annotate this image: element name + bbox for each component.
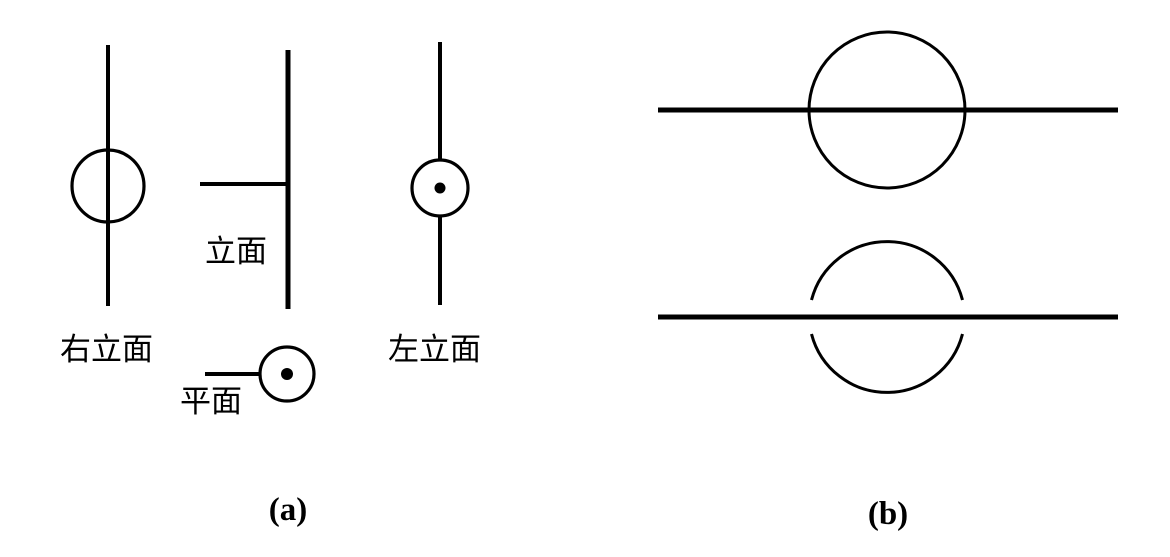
elevation-label: 立面 bbox=[205, 234, 267, 270]
symbol-plan: 平面 bbox=[180, 345, 316, 420]
panel-b: (b) bbox=[658, 30, 1118, 532]
symbol-lower-circle-split bbox=[658, 240, 1118, 394]
symbol-upper-circle-through bbox=[658, 30, 1118, 190]
symbol-right-elevation: 右立面 bbox=[60, 45, 153, 368]
panel-a: 右立面 立面 平面 左立面 ( bbox=[60, 42, 481, 528]
lower-circle-lower-arc bbox=[810, 333, 964, 394]
symbol-left-elevation: 左立面 bbox=[388, 42, 481, 368]
left-elevation-center-dot bbox=[434, 182, 446, 194]
symbol-elevation: 立面 bbox=[200, 50, 291, 309]
lower-circle-upper-arc bbox=[810, 240, 964, 301]
left-elevation-label: 左立面 bbox=[388, 332, 481, 368]
panel-a-caption: (a) bbox=[269, 492, 307, 528]
plan-center-dot bbox=[281, 368, 293, 380]
panel-b-caption: (b) bbox=[868, 496, 908, 532]
plan-label: 平面 bbox=[180, 384, 242, 420]
right-elevation-label: 右立面 bbox=[60, 332, 153, 368]
